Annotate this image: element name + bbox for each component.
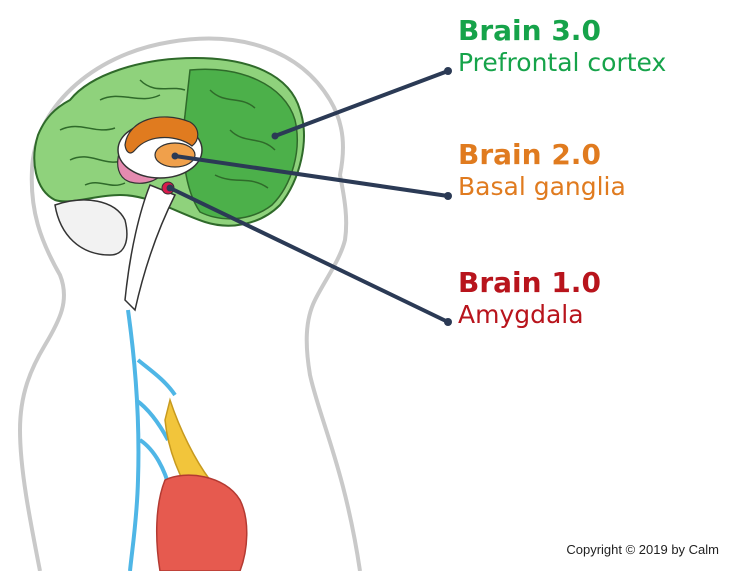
leader-dot-brain2-start bbox=[172, 153, 179, 160]
brain2-label: Brain 2.0 Basal ganglia bbox=[458, 138, 626, 202]
brain2-title: Brain 2.0 bbox=[458, 138, 626, 172]
brain2-subtitle: Basal ganglia bbox=[458, 172, 626, 202]
cerebellum bbox=[55, 200, 127, 255]
leader-dot-brain1-end bbox=[444, 318, 452, 326]
brain1-subtitle: Amygdala bbox=[458, 300, 601, 330]
brain1-label: Brain 1.0 Amygdala bbox=[458, 266, 601, 330]
copyright-notice: Copyright © 2019 by Calm bbox=[566, 542, 719, 557]
leader-line-brain3 bbox=[275, 71, 448, 136]
leader-line-brain1 bbox=[170, 188, 448, 322]
leader-dot-brain2-end bbox=[444, 192, 452, 200]
leader-dot-brain3-end bbox=[444, 67, 452, 75]
leader-dot-brain3-start bbox=[272, 133, 279, 140]
brain1-title: Brain 1.0 bbox=[458, 266, 601, 300]
leader-dot-brain1-start bbox=[167, 185, 174, 192]
heart bbox=[157, 475, 247, 571]
brain3-label: Brain 3.0 Prefrontal cortex bbox=[458, 14, 666, 78]
brain3-title: Brain 3.0 bbox=[458, 14, 666, 48]
brain3-subtitle: Prefrontal cortex bbox=[458, 48, 666, 78]
brainstem bbox=[125, 185, 175, 310]
